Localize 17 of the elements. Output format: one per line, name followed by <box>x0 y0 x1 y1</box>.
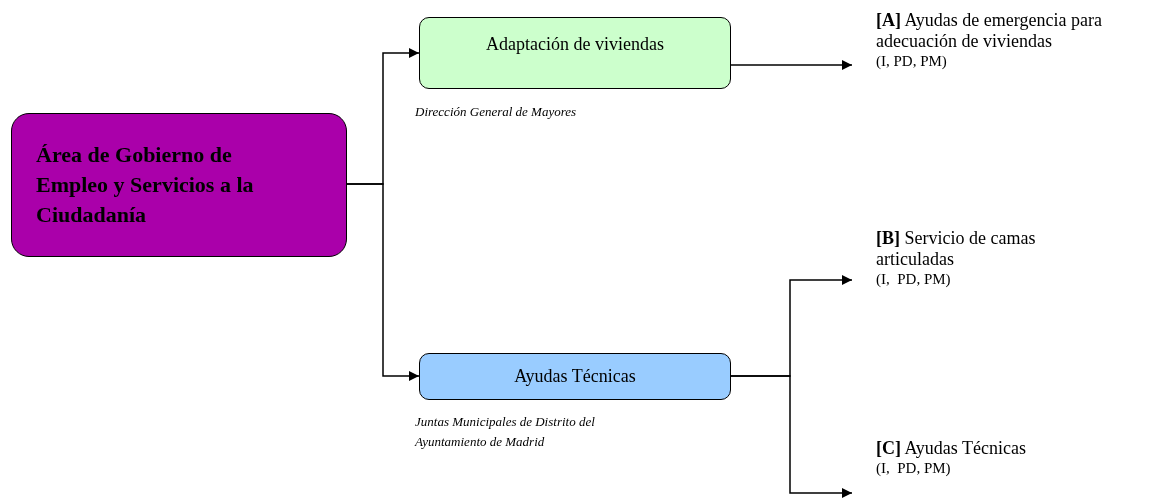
box-title: Ayudas Técnicas <box>514 365 636 388</box>
node-label: Dirección General de Mayores <box>415 103 578 121</box>
item-text: [A] Ayudas de emergencia para adecuación de viviendas <box>876 10 1103 53</box>
arrow <box>730 59 853 71</box>
arrow <box>346 183 420 382</box>
note-text: (I, PD, PM) <box>876 270 952 290</box>
box-title: Área de Gobierno de Empleo y Servicios a la Ciudadanía <box>36 141 255 229</box>
note-text: (I, PD, PM) <box>876 459 952 479</box>
program-box <box>419 353 731 400</box>
node-label: Juntas Municipales de Distrito del Ayuntamiento de Madrid <box>415 413 596 452</box>
item-text: [B] Servicio de camas articuladas <box>876 228 1037 271</box>
program-box <box>419 17 731 89</box>
note-text: (I, PD, PM) <box>876 52 948 72</box>
item-text: [C] Ayudas Técnicas <box>876 438 1027 460</box>
box-title: Adaptación de viviendas <box>486 34 664 56</box>
arrow <box>730 375 853 499</box>
department-box <box>11 113 347 257</box>
